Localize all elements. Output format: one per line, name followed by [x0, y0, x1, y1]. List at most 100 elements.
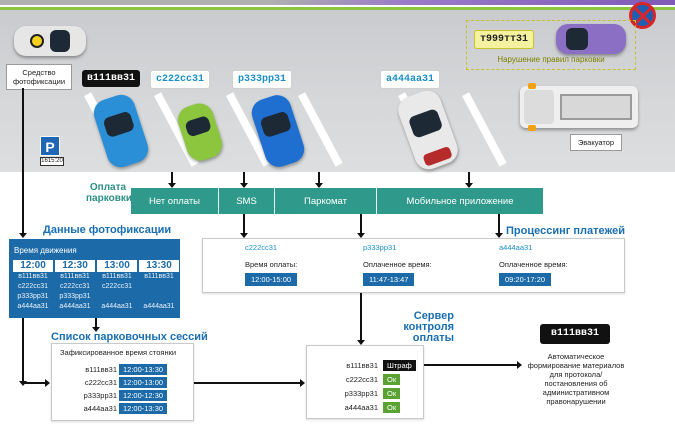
- processing-box: с222сс31 Время оплаты: 12:00-15:00 р333р…: [202, 238, 625, 293]
- server-plate: а444аа31: [344, 403, 378, 412]
- arrow: [465, 172, 473, 188]
- photo-column: 13:30 в111вв31 а444аа31: [139, 260, 179, 312]
- green-stripe: [0, 7, 675, 10]
- payment-title: Оплата парковки: [86, 182, 132, 204]
- arrow: [168, 172, 176, 188]
- photo-data-panel: Время движения 12:00 в111вв31 с222сс31 р…: [9, 239, 180, 318]
- server-status: Ок: [383, 374, 401, 385]
- session-time: 12:00-12:30: [119, 390, 168, 401]
- car-plate: с222сс31: [150, 70, 211, 89]
- photo-time: 13:00: [97, 260, 137, 272]
- arrow: [240, 172, 248, 188]
- sessions-box: Зафиксированное время стоянки в111вв31 1…: [51, 343, 194, 421]
- processing-plate: а444аа31: [499, 243, 533, 252]
- car-plate: р333рр31: [232, 70, 293, 89]
- tow-truck-icon: [520, 83, 638, 131]
- photo-time: 13:30: [139, 260, 179, 272]
- arrow: [495, 214, 503, 238]
- processing-item: р333рр31 Оплаченное время: 11:47-13:47: [363, 243, 432, 287]
- payment-method-app: Мобильное приложение: [377, 188, 543, 214]
- processing-title: Процессинг платежей: [506, 225, 626, 237]
- processing-label: Время оплаты:: [245, 260, 298, 269]
- photo-data-title: Данные фотофиксации: [43, 224, 172, 236]
- photo-plate: а444аа31: [143, 303, 175, 310]
- photo-plate: а444аа31: [17, 303, 49, 310]
- session-plate: с222сс31: [84, 378, 117, 387]
- car-plate: а444аа31: [380, 70, 441, 89]
- camera-car-icon: [14, 26, 86, 56]
- photo-plate: в111вв31: [60, 273, 90, 280]
- processing-item: а444аа31 Оплаченное время: 09:20-17:20: [499, 243, 568, 287]
- server-status: Штраф: [383, 360, 416, 371]
- photo-plate: в111вв31: [18, 273, 48, 280]
- violation-text: Нарушение правил парковки: [497, 55, 605, 64]
- arrow: [92, 318, 100, 332]
- photo-plate: р333рр31: [17, 293, 49, 300]
- photo-plate: а444аа31: [101, 303, 133, 310]
- result-plate: в111вв31: [540, 324, 610, 344]
- parking-sign-plate: 1615:20: [40, 157, 64, 166]
- violating-car-icon: [556, 24, 626, 54]
- processing-item: с222сс31 Время оплаты: 12:00-15:00: [245, 243, 297, 287]
- photo-time: 12:30: [55, 260, 95, 272]
- server-status: Ок: [383, 402, 401, 413]
- photo-time: 12:00: [13, 260, 53, 272]
- server-title: Сервер контроля оплаты: [403, 310, 454, 344]
- tow-label: Эвакуатор: [570, 134, 622, 151]
- session-plate: а444аа31: [83, 404, 117, 413]
- arrow: [22, 379, 50, 387]
- arrow: [19, 318, 27, 386]
- processing-plate: с222сс31: [245, 243, 278, 252]
- session-time: 12:00-13:30: [119, 403, 168, 414]
- photo-plate: с222сс31: [102, 283, 132, 290]
- arrow: [194, 379, 305, 387]
- server-row: в111вв31 Штраф: [307, 360, 425, 371]
- payment-method-sms: SMS: [219, 188, 275, 214]
- server-row: р333рр31 Ок: [307, 388, 425, 399]
- session-time: 12:00-13:30: [119, 364, 168, 375]
- violation-zone: [466, 20, 636, 70]
- top-stripe: [0, 0, 675, 5]
- payment-method-none: Нет оплаты: [131, 188, 219, 214]
- violation-plate: т999тт31: [474, 30, 535, 49]
- server-plate: в111вв31: [346, 361, 378, 370]
- photo-column: 12:30 в111вв31 с222сс31 р333рр31 а444аа3…: [55, 260, 95, 312]
- server-plate: р333рр31: [344, 389, 378, 398]
- payment-methods-bar: Нет оплаты SMS Паркомат Мобильное прилож…: [131, 188, 543, 214]
- arrow: [315, 172, 323, 188]
- car-plate: в111вв31: [82, 70, 141, 87]
- arrow: [240, 214, 248, 238]
- photo-plate: а444аа31: [59, 303, 91, 310]
- session-row: с222сс31 12:00-13:00: [52, 377, 195, 388]
- photo-column: 13:00 в111вв31 с222сс31 а444аа31: [97, 260, 137, 312]
- arrow: [357, 293, 365, 345]
- arrow: [357, 214, 365, 238]
- processing-plate: р333рр31: [363, 243, 397, 252]
- parking-sign-icon: P: [40, 136, 60, 156]
- session-row: в111вв31 12:00-13:30: [52, 364, 195, 375]
- session-row: а444аа31 12:00-13:30: [52, 403, 195, 414]
- processing-value: 12:00-15:00: [245, 273, 298, 286]
- no-parking-sign-icon: [629, 2, 656, 29]
- arrow: [424, 361, 522, 369]
- photo-column: 12:00 в111вв31 с222сс31 р333рр31 а444аа3…: [13, 260, 53, 312]
- sessions-title: Список парковочных сессий: [51, 331, 208, 343]
- payment-method-terminal: Паркомат: [275, 188, 377, 214]
- photo-plate: с222сс31: [18, 283, 48, 290]
- photo-plate: с222сс31: [60, 283, 90, 290]
- photo-plate: р333рр31: [59, 293, 91, 300]
- session-plate: р333рр31: [83, 391, 117, 400]
- photo-data-header: Время движения: [14, 246, 77, 255]
- server-status: Ок: [383, 388, 401, 399]
- server-box: в111вв31 Штраф с222сс31 Ок р333рр31 Ок а…: [306, 345, 424, 419]
- server-plate: с222сс31: [345, 375, 378, 384]
- result-text: Автоматическое формирование материалов д…: [527, 352, 625, 406]
- photo-plate: в111вв31: [144, 273, 174, 280]
- photo-plate: в111вв31: [102, 273, 132, 280]
- session-time: 12:00-13:00: [119, 377, 168, 388]
- server-row: с222сс31 Ок: [307, 374, 425, 385]
- processing-value: 11:47-13:47: [363, 273, 415, 286]
- session-row: р333рр31 12:00-12:30: [52, 390, 195, 401]
- server-row: а444аа31 Ок: [307, 402, 425, 413]
